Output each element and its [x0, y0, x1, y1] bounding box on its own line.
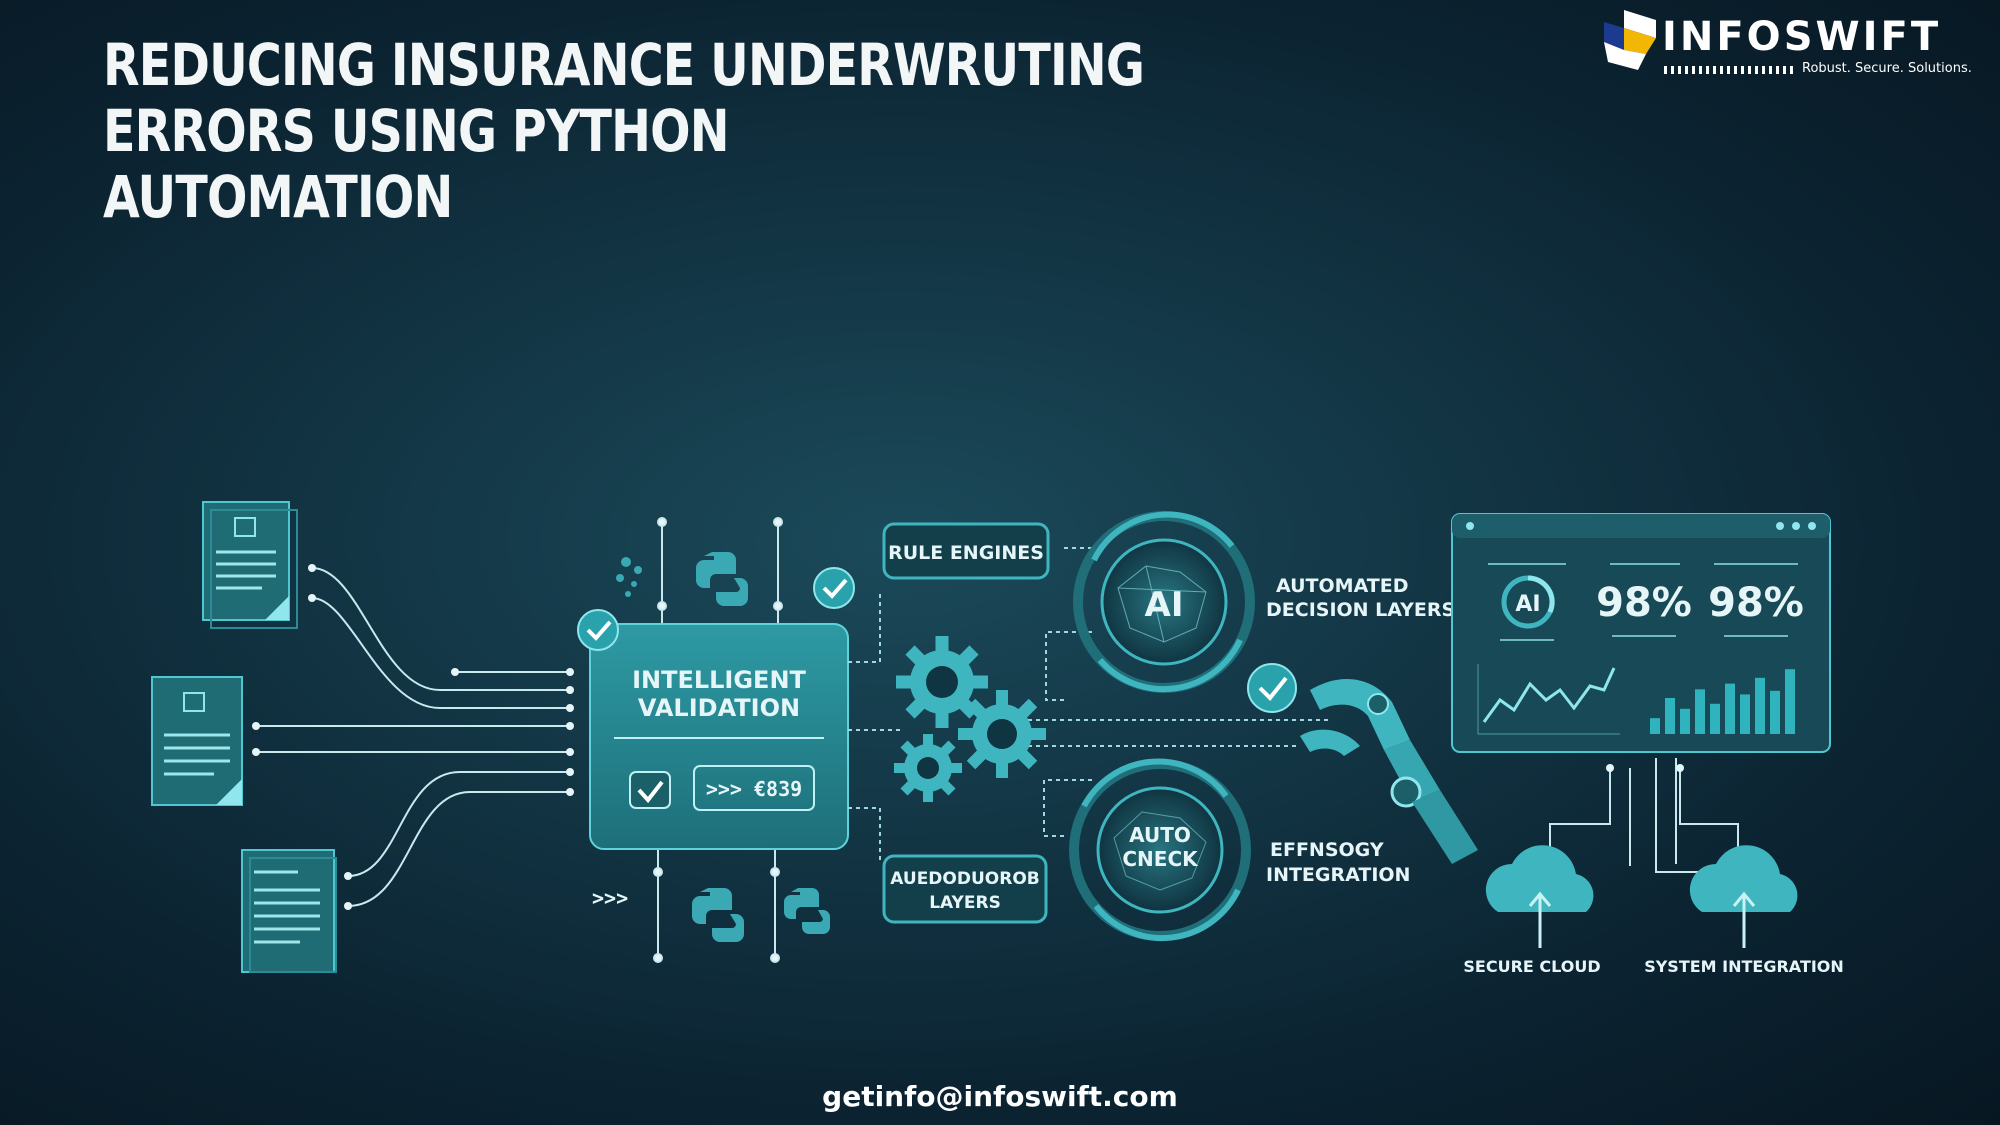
cloud-1-label: SECURE CLOUD — [1463, 957, 1600, 976]
window-control-icon — [1776, 522, 1784, 530]
gear-icon — [958, 690, 1046, 778]
dashboard-bar — [1770, 690, 1780, 734]
auto-check-label-line-2: CNECK — [1122, 847, 1199, 871]
vertical-connectors — [653, 517, 783, 963]
cloud-icon — [1689, 845, 1798, 948]
rule-engines-label: RULE ENGINES — [888, 542, 1044, 564]
dashboard-bar — [1650, 718, 1660, 734]
dashboard-bar — [1725, 683, 1735, 734]
cloud-connectors — [1549, 758, 1739, 873]
decision-label-line-1: AUTOMATED — [1276, 575, 1409, 597]
audit-layers-label-line-1: AUEDODUOROB — [890, 869, 1039, 889]
dashboard-bar — [1755, 677, 1765, 734]
ai-ring: AI — [1073, 511, 1255, 693]
brand-logo: INFOSWIFT Robust. Secure. Solutions. — [1598, 8, 1988, 80]
connector-nodes — [252, 564, 574, 910]
dashboard-bar — [1695, 689, 1705, 734]
contact-email[interactable]: getinfo@infoswift.com — [822, 1080, 1178, 1113]
dots-icon — [616, 557, 642, 597]
window-control-icon — [1792, 522, 1800, 530]
page-title: REDUCING INSURANCE UNDERWRUTING ERRORS U… — [103, 31, 1145, 231]
gear-icon — [896, 636, 988, 728]
cloud-2-label: SYSTEM INTEGRATION — [1644, 957, 1844, 976]
dashboard-bar — [1785, 669, 1795, 734]
document-icon — [241, 849, 337, 973]
python-icon — [696, 552, 748, 606]
dashboard-line-chart — [1482, 667, 1616, 723]
integration-label-line-2: INTEGRATION — [1266, 864, 1410, 886]
window-control-icon — [1808, 522, 1816, 530]
title-line-1: REDUCING INSURANCE UNDERWRUTING — [103, 31, 1145, 99]
dashboard-stat-1: 98% — [1596, 580, 1692, 626]
title-line-2: ERRORS USING PYTHON — [103, 97, 730, 165]
dashboard-stat-2: 98% — [1708, 580, 1804, 626]
python-icon — [692, 888, 744, 942]
document-icon — [202, 501, 298, 629]
auto-check-label-line-1: AUTO — [1129, 823, 1191, 847]
validation-code: >>> €839 — [706, 777, 802, 801]
decision-label-line-2: DECISION LAYERS — [1266, 599, 1455, 621]
integration-label-line-1: EFFNSOGY — [1270, 839, 1384, 861]
dashboard-bar — [1740, 694, 1750, 734]
auto-check-ring: AUTO CNECK — [1069, 758, 1251, 942]
cloud-icon — [1485, 845, 1594, 948]
logo-mark-icon — [1604, 10, 1656, 70]
title-line-3: AUTOMATION — [103, 163, 453, 231]
audit-layers-label-line-2: LAYERS — [929, 893, 1001, 913]
python-icon — [784, 888, 830, 934]
brand-name: INFOSWIFT — [1662, 14, 1942, 60]
window-control-icon — [1466, 522, 1474, 530]
document-icon — [151, 676, 243, 806]
dashed-connectors — [848, 547, 1330, 864]
rule-engines-box: RULE ENGINES — [882, 522, 1050, 580]
intelligent-validation-panel: INTELLIGENT VALIDATION >>> €839 — [589, 623, 849, 850]
dashboard-bar — [1710, 703, 1720, 734]
ai-label: AI — [1145, 585, 1184, 625]
logo-bar-pattern — [1664, 66, 1794, 74]
check-badge-icon — [813, 567, 855, 609]
brand-tagline: Robust. Secure. Solutions. — [1802, 61, 1972, 76]
input-connectors — [256, 567, 570, 907]
dashboard-ai-label: AI — [1515, 592, 1540, 617]
analytics-dashboard: AI 98% 98% — [1451, 513, 1831, 753]
audit-layers-box: AUEDODUOROB LAYERS — [882, 854, 1048, 924]
validation-title-line-1: INTELLIGENT — [632, 666, 806, 694]
dashboard-bar — [1680, 708, 1690, 734]
robot-arm-icon — [1247, 663, 1478, 864]
validation-title-line-2: VALIDATION — [638, 694, 800, 722]
dashboard-bar-chart — [1650, 669, 1795, 734]
dashboard-bar — [1665, 698, 1675, 734]
prompt-glyph: >>> — [592, 886, 628, 910]
check-badge-icon — [577, 609, 619, 651]
gear-icon — [894, 734, 962, 802]
